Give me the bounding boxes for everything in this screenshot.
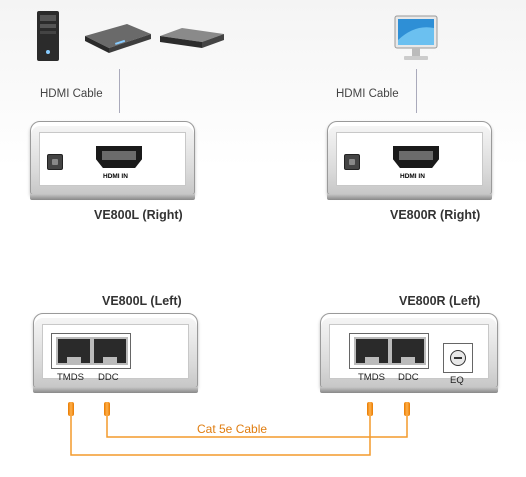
eq-control[interactable] [443, 343, 473, 373]
device-base [327, 194, 492, 200]
tmds-port [354, 337, 390, 365]
ve800l-right-unit: HDMI IN [30, 121, 195, 200]
monitor-icon [394, 15, 438, 60]
hdmi-in-label: HDMI IN [400, 173, 425, 180]
ddc-cable [106, 415, 408, 438]
ve800r-left-title: VE800R (Left) [399, 294, 481, 308]
ddc-plug-right [404, 402, 410, 416]
eq-knob-icon[interactable] [450, 350, 466, 366]
tmds-plug-left [68, 402, 74, 416]
tmds-port [56, 337, 92, 365]
tmds-label: TMDS [358, 372, 385, 383]
cat5e-cable-label: Cat 5e Cable [197, 422, 268, 436]
ve800l-left-unit: TMDS DDC [33, 313, 198, 393]
front-panel: HDMI IN [336, 132, 483, 186]
media-box-icon [160, 28, 224, 48]
ve800r-right-unit: HDMI IN [327, 121, 492, 200]
ddc-label: DDC [98, 372, 119, 383]
tmds-label: TMDS [57, 372, 84, 383]
device-base [33, 387, 198, 393]
eq-label: EQ [450, 375, 464, 386]
rj45-port-group [51, 333, 131, 369]
hdmi-cable-line-left [119, 69, 120, 113]
dvd-player-icon [85, 24, 151, 53]
tmds-cable [70, 415, 371, 456]
hdmi-cable-line-right [416, 69, 417, 113]
pc-tower-icon [37, 11, 59, 61]
front-panel: HDMI IN [39, 132, 186, 186]
tmds-plug-right [367, 402, 373, 416]
power-button[interactable] [344, 154, 360, 170]
ddc-plug-left [104, 402, 110, 416]
ve800l-left-title: VE800L (Left) [102, 294, 182, 308]
ddc-port [390, 337, 426, 365]
hdmi-in-port [96, 146, 142, 168]
rj45-port-group [349, 333, 429, 369]
ve800r-right-title: VE800R (Right) [390, 208, 481, 222]
ddc-label: DDC [398, 372, 419, 383]
power-button[interactable] [47, 154, 63, 170]
device-base [320, 387, 498, 393]
ve800r-left-unit: TMDS DDC EQ [320, 313, 498, 393]
ve800l-right-title: VE800L (Right) [94, 208, 183, 222]
rear-panel: TMDS DDC EQ [329, 324, 489, 386]
cat5e-cables [70, 415, 408, 456]
hdmi-cable-label-left: HDMI Cable [40, 88, 103, 100]
hdmi-cable-label-right: HDMI Cable [336, 88, 399, 100]
hdmi-in-label: HDMI IN [103, 173, 128, 180]
ddc-port [92, 337, 128, 365]
hdmi-in-port [393, 146, 439, 168]
device-base [30, 194, 195, 200]
rear-panel: TMDS DDC [42, 324, 189, 383]
